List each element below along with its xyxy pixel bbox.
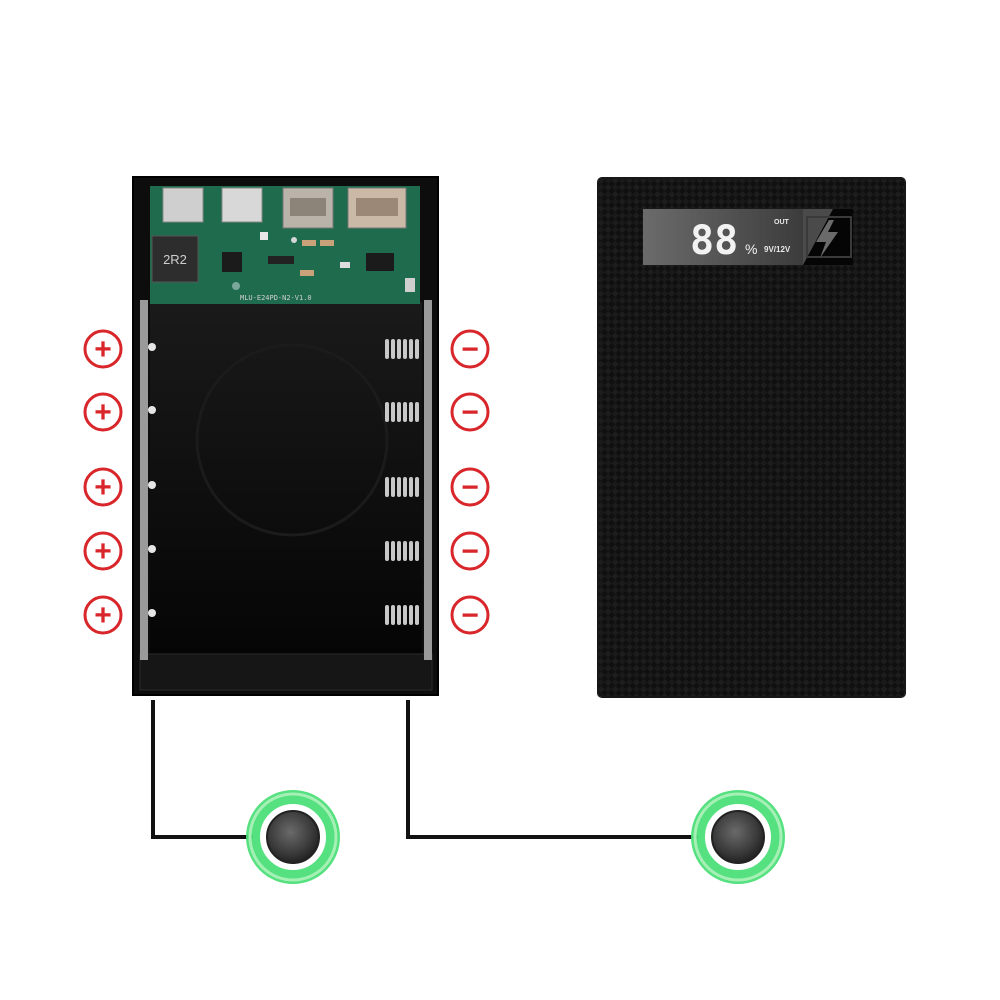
lcd-out-label: OUT xyxy=(774,219,790,226)
bottom-lip xyxy=(139,653,433,691)
switch-button-right xyxy=(691,790,785,884)
spring-contact xyxy=(385,605,419,625)
negative-label: − xyxy=(461,333,479,366)
positive-contact xyxy=(148,545,156,553)
right-rail xyxy=(424,300,432,660)
minus-sign-icon: − xyxy=(450,531,490,571)
usb-micro-port xyxy=(162,187,204,223)
springs xyxy=(385,339,419,625)
ic-chip xyxy=(222,252,242,272)
negative-markers: − − − − − xyxy=(450,329,490,635)
positive-label: + xyxy=(94,535,112,568)
lcd-panel xyxy=(643,209,803,265)
negative-label: − xyxy=(461,396,479,429)
positive-contact xyxy=(148,406,156,414)
plus-sign-icon: + xyxy=(83,595,123,635)
minus-sign-icon: − xyxy=(450,595,490,635)
battery-compartment xyxy=(150,302,422,654)
closed-battery-box: 88 % OUT 9V/12V xyxy=(597,177,906,698)
minus-sign-icon: − xyxy=(450,392,490,432)
positive-label: + xyxy=(94,599,112,632)
lcd-battery-outline xyxy=(806,216,852,258)
usb-c-port xyxy=(221,187,263,223)
switch-button-cap-right xyxy=(711,810,765,864)
ic-chip-2 xyxy=(366,253,394,271)
positive-contacts xyxy=(148,343,156,617)
lcd-display: 88 % OUT 9V/12V xyxy=(643,209,853,265)
positive-label: + xyxy=(94,396,112,429)
positive-label: + xyxy=(94,471,112,504)
lcd-percent: % xyxy=(745,241,757,257)
positive-contact xyxy=(148,481,156,489)
plus-sign-icon: + xyxy=(83,392,123,432)
board-id-label: MLU-E24PD-N2-V1.0 xyxy=(240,294,312,302)
inductor xyxy=(151,235,199,283)
negative-label: − xyxy=(461,471,479,504)
plus-sign-icon: + xyxy=(83,531,123,571)
lightning-bolt-icon xyxy=(816,220,838,258)
switch-button-left xyxy=(246,790,340,884)
spring-contact xyxy=(385,477,419,497)
spring-contact xyxy=(385,402,419,422)
minus-sign-icon: − xyxy=(450,329,490,369)
pcb-board: 2R2 MLU-E24PD-N2-V1.0 xyxy=(150,186,420,304)
positive-contact xyxy=(148,343,156,351)
wire-right xyxy=(406,700,698,839)
negative-label: − xyxy=(461,599,479,632)
spring-contact xyxy=(385,339,419,359)
negative-label: − xyxy=(461,535,479,568)
wire-left xyxy=(151,700,253,839)
inductor-label: 2R2 xyxy=(163,252,187,267)
minus-sign-icon: − xyxy=(450,467,490,507)
wiring xyxy=(151,700,698,839)
lcd-digits: 88 xyxy=(690,218,738,264)
plus-sign-icon: + xyxy=(83,467,123,507)
positive-label: + xyxy=(94,333,112,366)
left-rail xyxy=(140,300,148,660)
spring-contact xyxy=(385,541,419,561)
plus-sign-icon: + xyxy=(83,329,123,369)
compartment-ring xyxy=(195,343,389,537)
open-battery-box: 2R2 MLU-E24PD-N2-V1.0 xyxy=(132,176,439,696)
positive-markers: + + + + + xyxy=(83,329,123,635)
switch-button-cap-left xyxy=(266,810,320,864)
lcd-voltage-label: 9V/12V xyxy=(764,245,791,254)
positive-contact xyxy=(148,609,156,617)
